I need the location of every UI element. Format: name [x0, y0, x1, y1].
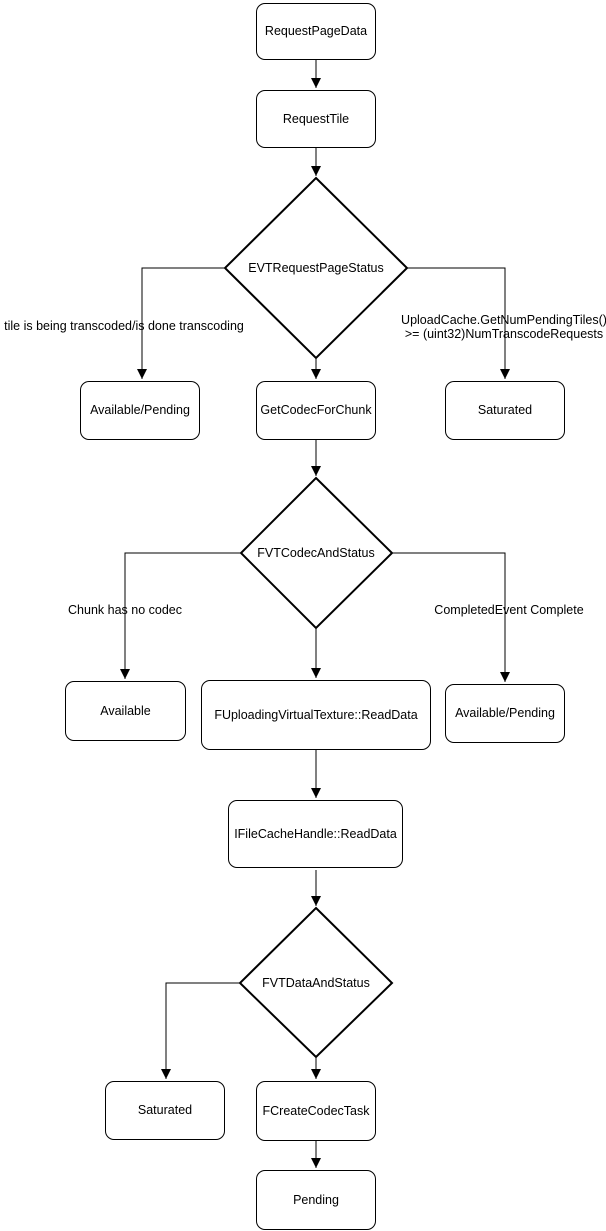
edge-label-chunk-has-no-codec: Chunk has no codec — [68, 603, 182, 617]
node-label: Saturated — [477, 403, 533, 418]
edge-fvtdata-to-saturated — [161, 982, 240, 1079]
node-label: IFileCacheHandle::ReadData — [234, 826, 397, 841]
node-available-pending-2: Available/Pending — [445, 684, 565, 743]
node-ifile-cache-handle-read-data: IFileCacheHandle::ReadData — [228, 800, 403, 868]
edge-label-transcoding: tile is being transcoded/is done transco… — [4, 319, 244, 333]
node-label: Saturated — [137, 1103, 193, 1118]
node-request-page-data: RequestPageData — [256, 3, 376, 60]
edge-label-completed-event-complete: CompletedEvent Complete — [434, 603, 584, 617]
decision-fvt-data-and-status — [238, 906, 394, 1059]
node-fuploading-virtual-texture-read-data: FUploadingVirtualTexture::ReadData — [201, 680, 431, 750]
decision-fvt-codec-and-status — [239, 476, 394, 630]
decision-diamonds — [223, 176, 409, 1059]
node-label: Available/Pending — [455, 706, 555, 721]
node-pending: Pending — [256, 1170, 376, 1230]
edges — [120, 60, 510, 1168]
decision-label-evt-request-page-status: EVTRequestPageStatus — [248, 261, 384, 275]
node-get-codec-for-chunk: GetCodecForChunk — [256, 381, 376, 440]
node-label: FCreateCodecTask — [262, 1103, 370, 1118]
node-label: RequestTile — [282, 111, 350, 126]
edge-label-upload-cache-saturation: UploadCache.GetNumPendingTiles() >= (uin… — [401, 313, 606, 341]
decision-label-fvt-data-and-status: FVTDataAndStatus — [262, 976, 370, 990]
node-label: Pending — [293, 1192, 339, 1207]
node-saturated-1: Saturated — [445, 381, 565, 440]
edge-fvtcodec-to-available — [120, 552, 241, 679]
node-fcreate-codec-task: FCreateCodecTask — [256, 1081, 376, 1141]
node-available: Available — [65, 681, 186, 741]
edge-evtstatus-to-saturated — [407, 267, 510, 379]
node-saturated-2: Saturated — [105, 1081, 225, 1140]
edge-evtstatus-to-available-pending — [137, 267, 225, 379]
decision-label-fvt-codec-and-status: FVTCodecAndStatus — [257, 546, 375, 560]
decision-evt-request-page-status — [223, 176, 409, 360]
node-available-pending-1: Available/Pending — [80, 381, 200, 440]
node-label: Available — [100, 703, 151, 718]
node-request-tile: RequestTile — [256, 90, 376, 148]
node-label: GetCodecForChunk — [260, 403, 372, 418]
node-label: FUploadingVirtualTexture::ReadData — [214, 707, 418, 722]
node-label: Available/Pending — [90, 403, 190, 418]
node-label: RequestPageData — [264, 24, 368, 39]
edge-fvtcodec-to-available-pending — [392, 552, 510, 682]
